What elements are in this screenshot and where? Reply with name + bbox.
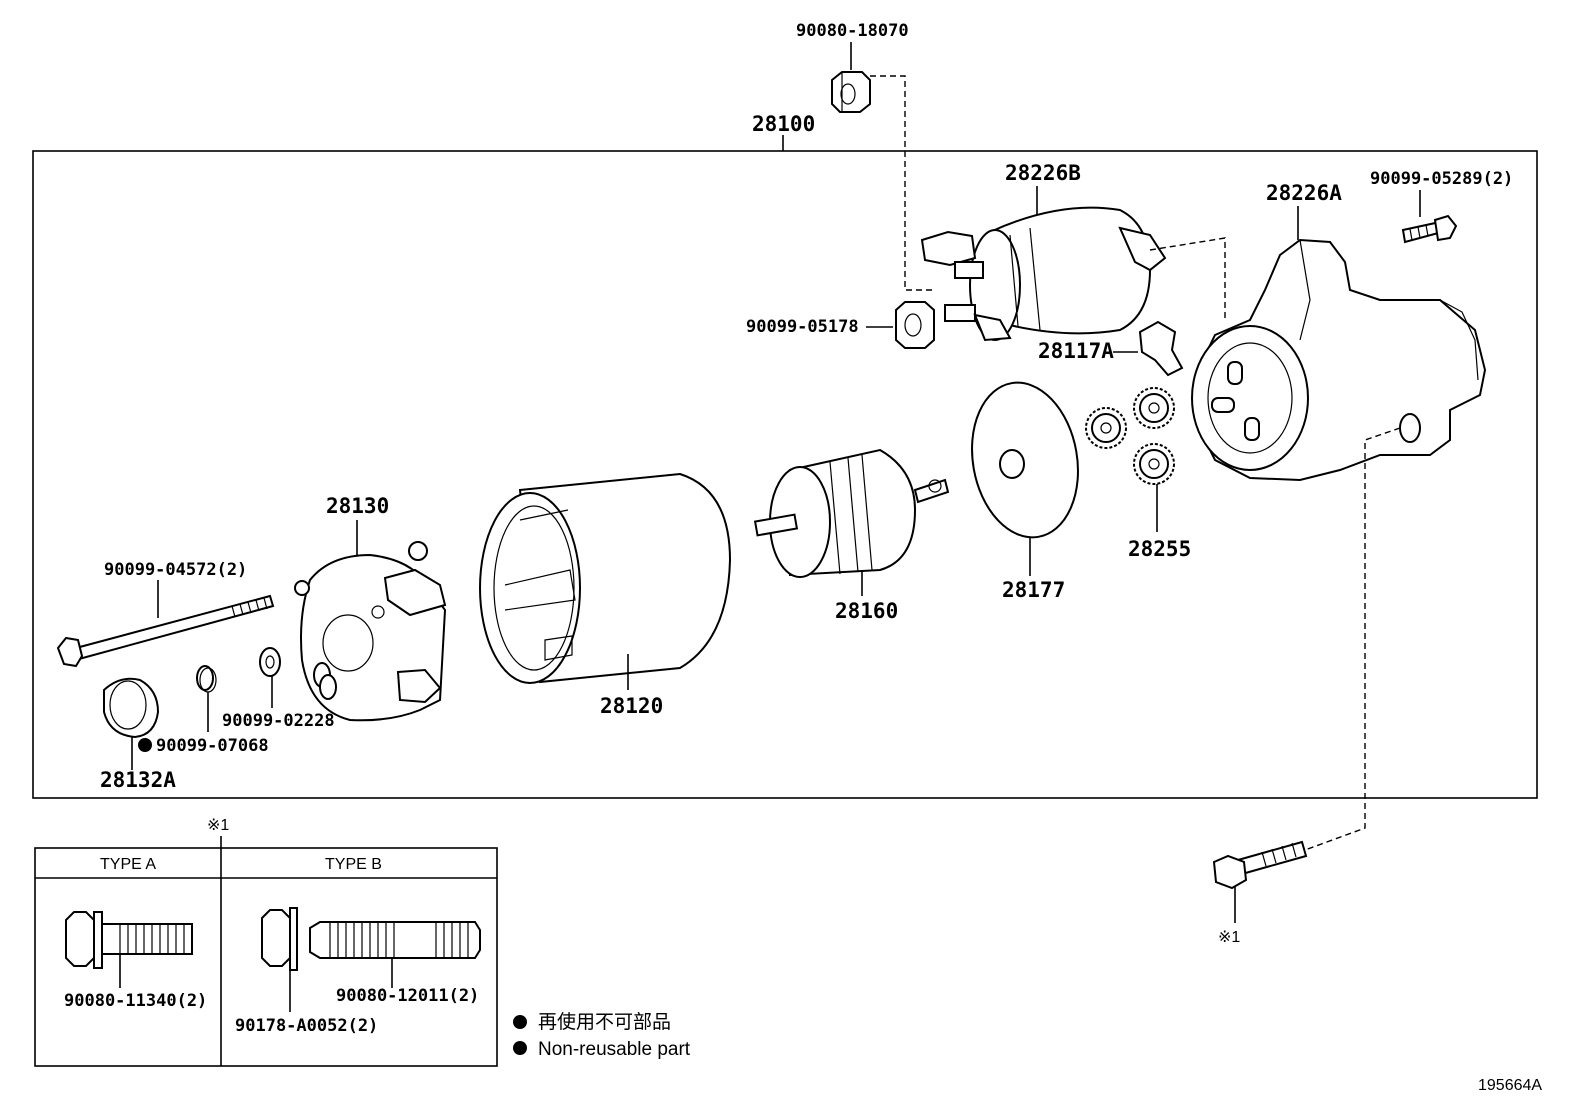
bolt-90099-05289 — [1401, 214, 1458, 244]
plate-28177 — [971, 381, 1079, 539]
nut-90099-05178 — [895, 301, 935, 349]
legend-en: Non-reusable part — [538, 1039, 691, 1060]
bolt-90080-11340 — [65, 911, 193, 969]
part-label-90178-A0052: 90178-A0052(2) — [235, 1016, 378, 1036]
part-label-28226B: 28226B — [1005, 161, 1081, 185]
part-label-90099-05178: 90099-05178 — [746, 317, 859, 337]
armature-28160 — [753, 448, 950, 578]
end-frame-28130 — [294, 541, 447, 722]
part-label-28177: 28177 — [1002, 578, 1065, 602]
bolt-type-table — [34, 836, 498, 1067]
part-label-28160: 28160 — [835, 599, 898, 623]
yoke-28120 — [479, 472, 732, 684]
lever-28117A — [1138, 320, 1184, 377]
nut-90178-A0052 — [261, 907, 298, 971]
through-bolt-90099-04572 — [56, 594, 275, 668]
housing-28226A — [1191, 238, 1487, 482]
part-label-90080-18070: 90080-18070 — [796, 21, 909, 41]
type-b-header: TYPE B — [325, 856, 382, 873]
part-label-28120: 28120 — [600, 694, 663, 718]
part-label-90099-07068: 90099-07068 — [156, 736, 269, 756]
part-label-28117A: 28117A — [1038, 339, 1114, 363]
washer-90099-02228 — [259, 647, 281, 677]
part-label-28100: 28100 — [752, 112, 815, 136]
legend-jp: 再使用不可部品 — [538, 1011, 671, 1033]
part-label-28130: 28130 — [326, 494, 389, 518]
part-label-90080-12011: 90080-12011(2) — [336, 986, 479, 1006]
figure-id: 195664A — [1478, 1077, 1542, 1094]
note-ref-table: ※1 — [207, 817, 229, 834]
note-ref-bolt: ※1 — [1218, 929, 1240, 946]
nut-90080-18070 — [831, 71, 871, 113]
part-label-28132A: 28132A — [100, 768, 176, 792]
mounting-bolt — [1212, 840, 1308, 890]
part-label-90099-02228: 90099-02228 — [222, 711, 335, 731]
legend-bullet-en — [513, 1041, 527, 1055]
stud-90080-12011 — [309, 921, 481, 959]
solenoid-28226B — [920, 206, 1167, 342]
part-label-28226A: 28226A — [1266, 181, 1342, 205]
legend-bullet-jp — [513, 1015, 527, 1029]
part-label-90099-04572: 90099-04572(2) — [104, 560, 247, 580]
part-label-90099-05289: 90099-05289(2) — [1370, 169, 1513, 189]
cap-28132A — [103, 677, 160, 739]
type-a-header: TYPE A — [100, 856, 156, 873]
non-reusable-mark-90099-07068 — [138, 738, 152, 752]
part-label-28255: 28255 — [1128, 537, 1191, 561]
assembly-28100-frame — [32, 150, 1538, 799]
clip-90099-07068 — [196, 665, 217, 693]
part-label-90080-11340: 90080-11340(2) — [64, 991, 207, 1011]
gears-28255 — [1085, 387, 1175, 485]
